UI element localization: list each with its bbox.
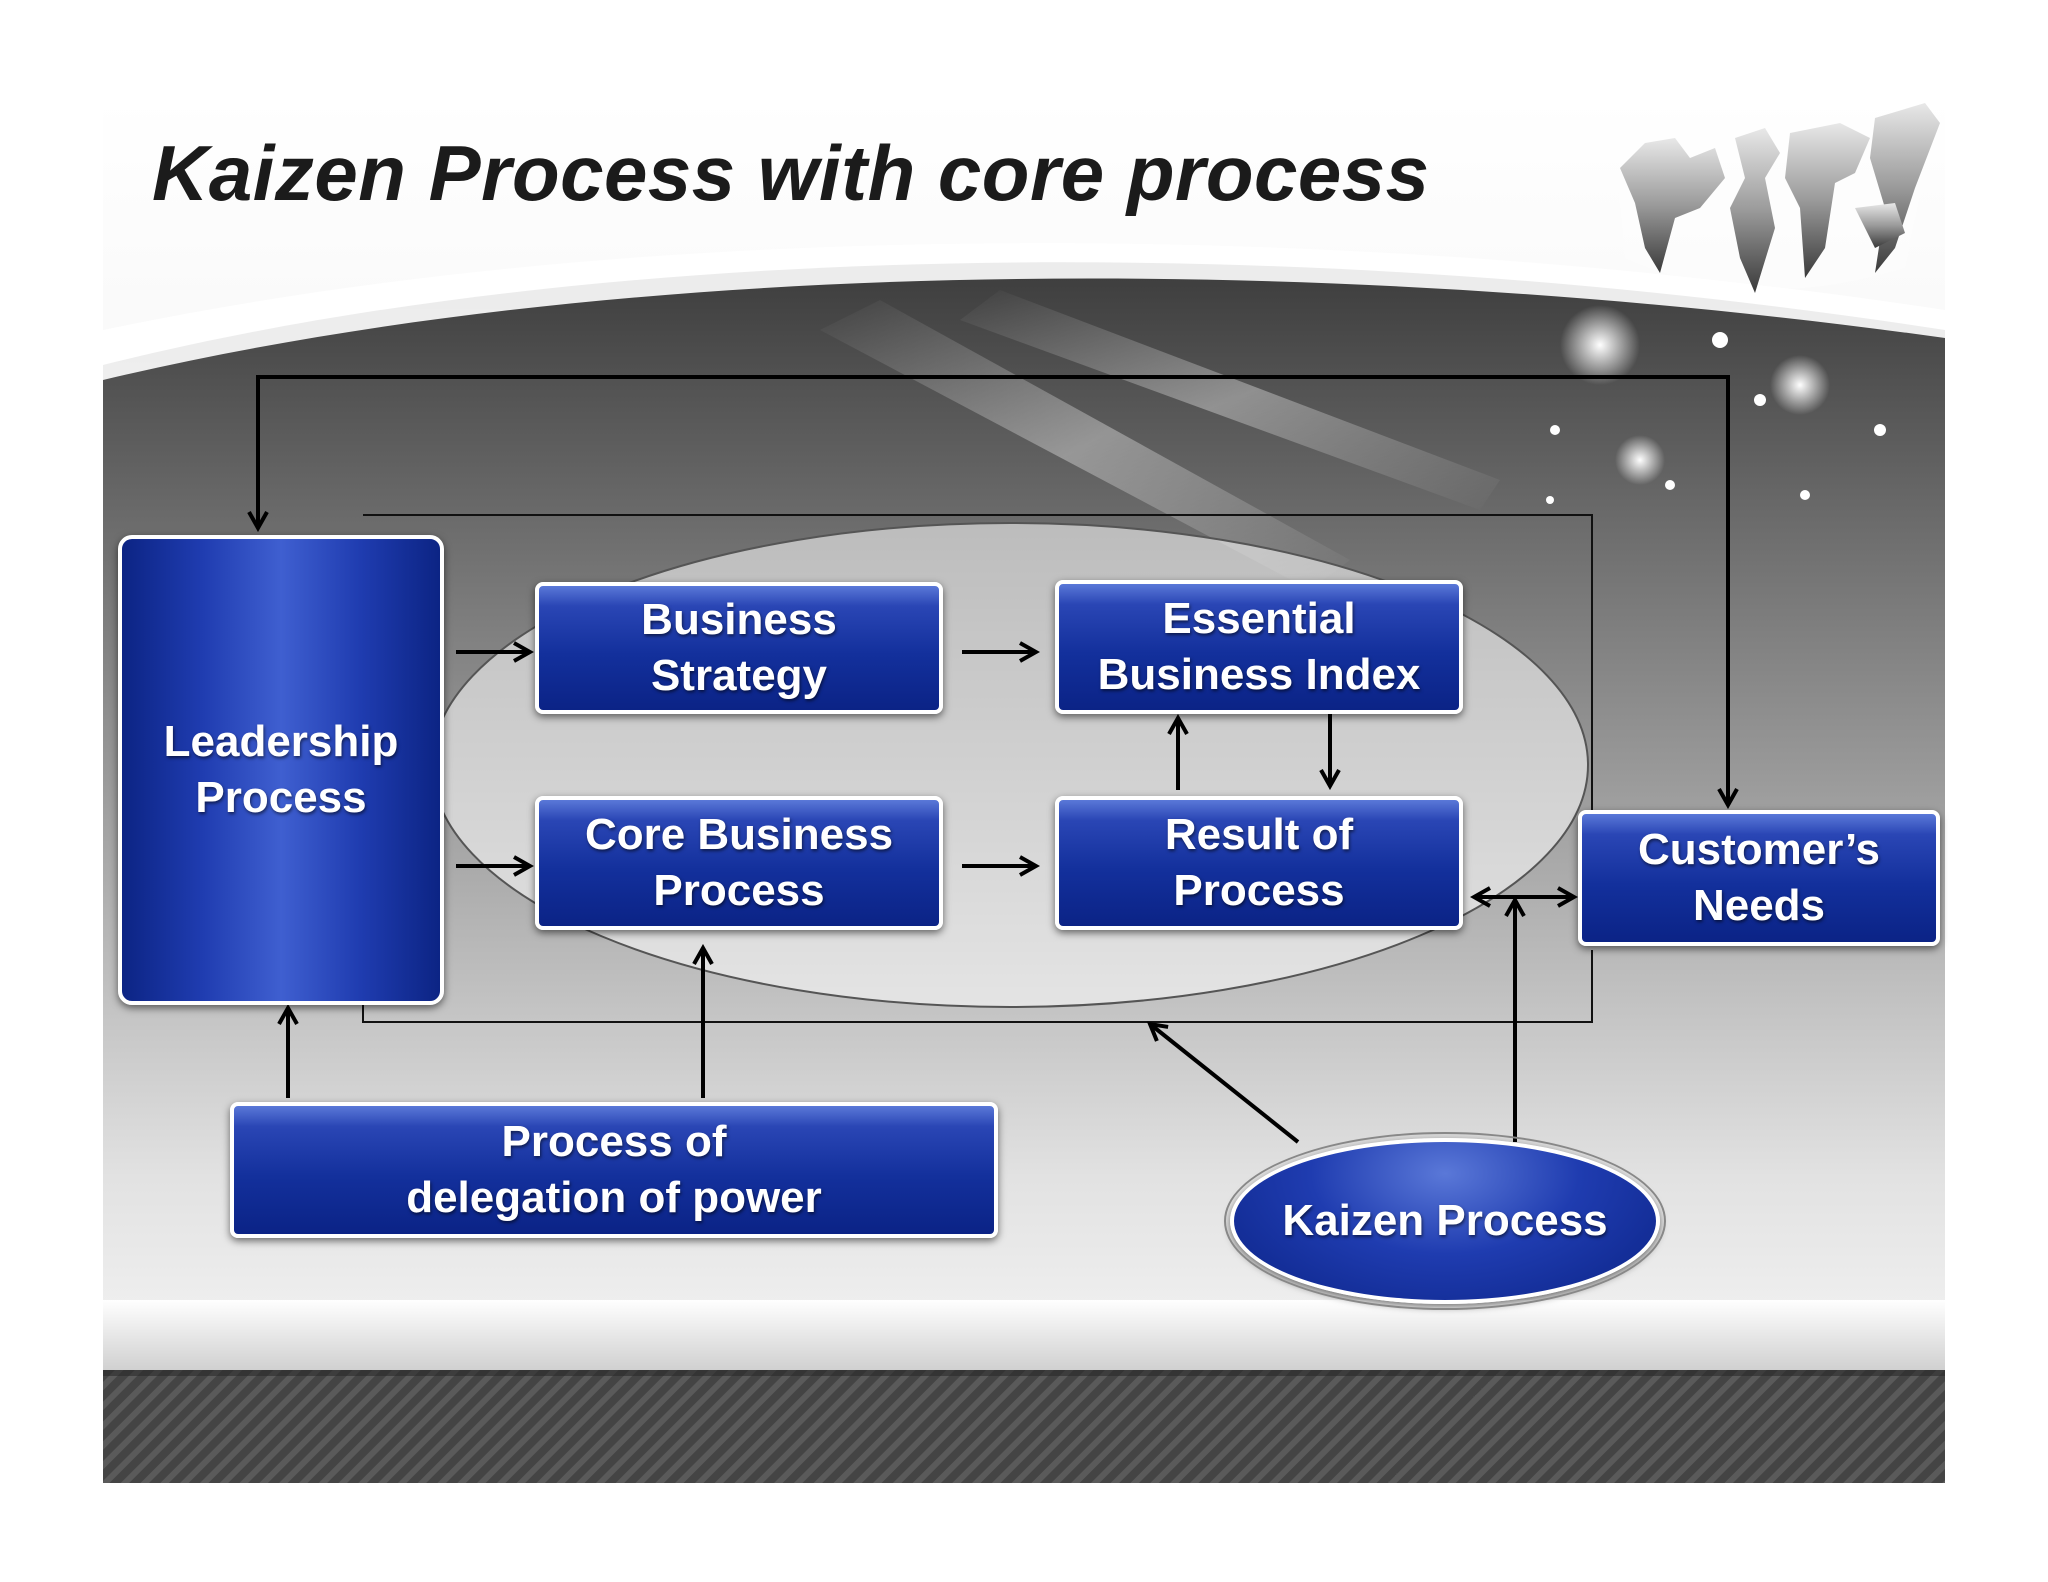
essential-business-index-box: Essential Business Index: [1055, 580, 1463, 714]
delegation-of-power-box: Process of delegation of power: [230, 1102, 998, 1238]
customers-needs-label: Customer’s Needs: [1637, 825, 1881, 930]
kaizen-process-ellipse: Kaizen Process: [1224, 1132, 1666, 1310]
result-of-process-label: Result of Process: [1164, 810, 1354, 915]
leadership-process-box: Leadership Process: [118, 535, 444, 1005]
delegation-of-power-label: Process of delegation of power: [406, 1117, 822, 1222]
core-process-frame: [362, 514, 1593, 1023]
core-business-process-box: Core Business Process: [535, 796, 943, 930]
world-map-globe-icon: [1615, 98, 1940, 293]
slide-title: Kaizen Process with core process: [152, 129, 1430, 217]
essential-business-index-label: Essential Business Index: [1097, 594, 1421, 699]
business-strategy-box: Business Strategy: [535, 582, 943, 714]
result-of-process-box: Result of Process: [1055, 796, 1463, 930]
core-business-process-label: Core Business Process: [584, 810, 894, 915]
kaizen-process-label: Kaizen Process: [1282, 1196, 1608, 1246]
business-strategy-label: Business Strategy: [641, 595, 837, 700]
customers-needs-box: Customer’s Needs: [1578, 810, 1940, 946]
arrow-kaizen-to-frame: [1150, 1024, 1300, 1144]
leadership-process-label: Leadership Process: [163, 717, 399, 822]
